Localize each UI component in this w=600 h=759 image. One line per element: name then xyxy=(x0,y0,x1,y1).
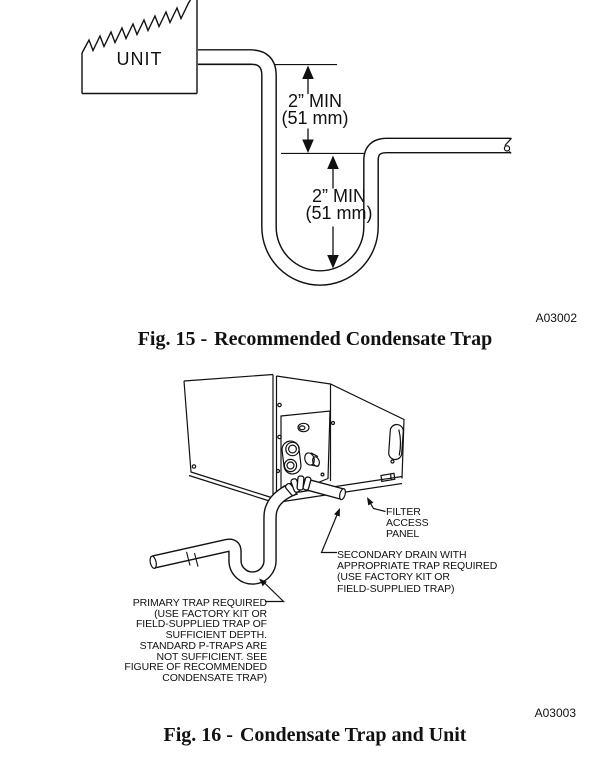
label-line: NOT SUFFICIENT. SEE xyxy=(156,650,267,663)
fig15-caption: Fig. 15 - Recommended Condensate Trap xyxy=(0,328,600,350)
secondary-drain-label: SECONDARY DRAIN WITH APPROPRIATE TRAP RE… xyxy=(337,549,498,595)
unit-box-label: UNIT xyxy=(116,49,163,69)
label-line: FIELD-SUPPLIED TRAP) xyxy=(337,582,455,595)
drawing-code-fig16: A03003 xyxy=(534,705,576,720)
label-line: ACCESS xyxy=(386,516,429,529)
label-line: PANEL xyxy=(386,527,420,540)
filter-access-leader-arrow xyxy=(367,497,386,513)
label-line: FILTER xyxy=(386,505,421,518)
label-line: (USE FACTORY KIT OR xyxy=(154,607,267,620)
label-line: APPROPRIATE TRAP REQUIRED xyxy=(337,560,498,573)
secondary-drain-leader-arrow xyxy=(320,508,340,554)
dimension-label-upper: 2” MIN (51 mm) xyxy=(260,90,370,128)
fig15-caption-number: Fig. 15 - xyxy=(137,327,208,350)
fig16-caption-title: Condensate Trap and Unit xyxy=(239,723,467,746)
secondary-drain-stub xyxy=(304,478,346,501)
unit-cabinet xyxy=(183,373,405,504)
label-line: FIGURE OF RECOMMENDED xyxy=(124,661,267,674)
primary-trap-pipe xyxy=(149,481,299,585)
fig15-caption-title: Recommended Condensate Trap xyxy=(214,327,493,350)
label-line: CONDENSATE TRAP) xyxy=(162,671,267,684)
primary-trap-leader-arrow xyxy=(259,578,285,603)
label-line: STANDARD P-TRAPS ARE xyxy=(139,639,267,652)
primary-trap-label: PRIMARY TRAP REQUIRED (USE FACTORY KIT O… xyxy=(120,598,267,684)
filter-access-panel-label: FILTER ACCESS PANEL xyxy=(386,505,429,540)
dimension-arrow-upper xyxy=(302,65,314,153)
label-line: SECONDARY DRAIN WITH xyxy=(337,549,467,561)
fig16-caption-number: Fig. 16 - xyxy=(163,723,233,746)
label-line: PRIMARY TRAP REQUIRED xyxy=(132,597,267,609)
dimension-inches: 2” MIN xyxy=(312,186,366,206)
fig16-drawing xyxy=(149,373,405,603)
pipe-break-symbol xyxy=(503,137,512,154)
dimension-arrow-lower xyxy=(327,155,339,269)
fig15-drawing xyxy=(81,0,512,286)
dimension-label-lower: 2” MIN (51 mm) xyxy=(284,186,394,223)
condensate-trap-pipe xyxy=(198,49,511,286)
drain-elbow-fitting xyxy=(284,475,312,497)
drawing-code-fig15: A03002 xyxy=(535,310,577,325)
fig16-caption: Fig. 16 - Condensate Trap and Unit xyxy=(0,724,600,746)
unit-box xyxy=(81,0,198,95)
label-line: FIELD-SUPPLIED TRAP OF xyxy=(135,618,267,631)
label-line: (USE FACTORY KIT OR xyxy=(337,571,450,584)
dimension-mm: (51 mm) xyxy=(281,107,349,128)
label-line: SUFFICIENT DEPTH. xyxy=(165,629,267,642)
dimension-mm: (51 mm) xyxy=(305,203,373,223)
dimension-inches: 2” MIN xyxy=(288,90,342,111)
